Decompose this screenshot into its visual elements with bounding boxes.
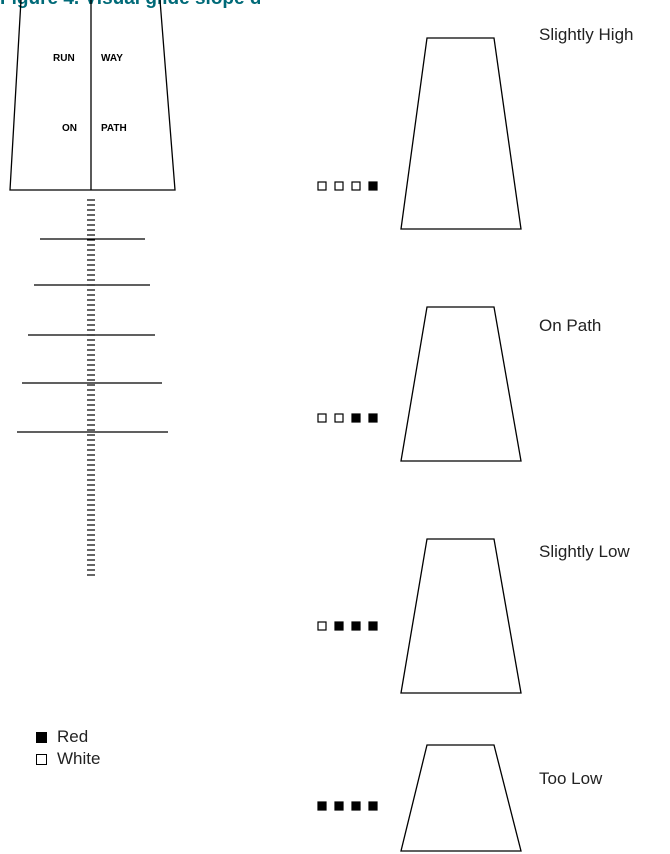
legend-red-label: Red <box>57 727 89 746</box>
white-light-icon <box>334 413 344 423</box>
white-light-icon <box>317 413 327 423</box>
legend-white: White <box>36 749 100 769</box>
red-light-icon <box>368 181 378 191</box>
runway-view: RUN WAY ON PATH <box>9 0 176 191</box>
runway-trapezoid <box>400 37 522 230</box>
runway-trapezoid <box>400 744 522 852</box>
red-light-icon <box>368 801 378 811</box>
white-light-icon <box>317 181 327 191</box>
white-light-icon <box>334 181 344 191</box>
runway-text-path: PATH <box>101 123 127 134</box>
state-2: On Path <box>317 306 601 462</box>
legend-red: Red <box>36 727 88 747</box>
runway-trapezoid <box>400 306 522 462</box>
runway-text-way: WAY <box>101 53 123 64</box>
state-label: On Path <box>539 316 601 335</box>
red-light-icon <box>368 413 378 423</box>
red-light-icon <box>351 413 361 423</box>
red-light-icon <box>317 801 327 811</box>
white-light-icon <box>317 621 327 631</box>
runway-text-on: ON <box>62 123 77 134</box>
red-light-icon <box>368 621 378 631</box>
red-light-icon <box>351 621 361 631</box>
figure-title: Figure 4. Visual glide slope display <box>0 0 260 9</box>
runway-outline <box>9 0 176 191</box>
approach-light-ladder <box>17 199 168 576</box>
runway-text-run: RUN <box>53 53 75 64</box>
red-square-icon <box>36 731 47 743</box>
state-3: Slightly Low <box>317 538 630 694</box>
state-label: Slightly High <box>539 25 634 44</box>
state-4: Too Low <box>317 744 603 852</box>
state-label: Slightly Low <box>539 542 630 561</box>
red-light-icon <box>334 801 344 811</box>
runway-trapezoid <box>400 538 522 694</box>
red-light-icon <box>334 621 344 631</box>
white-square-icon <box>36 753 47 765</box>
red-light-icon <box>351 801 361 811</box>
state-1: Slightly High <box>317 25 634 230</box>
state-label: Too Low <box>539 769 603 788</box>
white-light-icon <box>351 181 361 191</box>
legend-white-label: White <box>57 749 101 768</box>
figure-title-text: Figure 4. Visual glide slope display <box>0 0 260 9</box>
